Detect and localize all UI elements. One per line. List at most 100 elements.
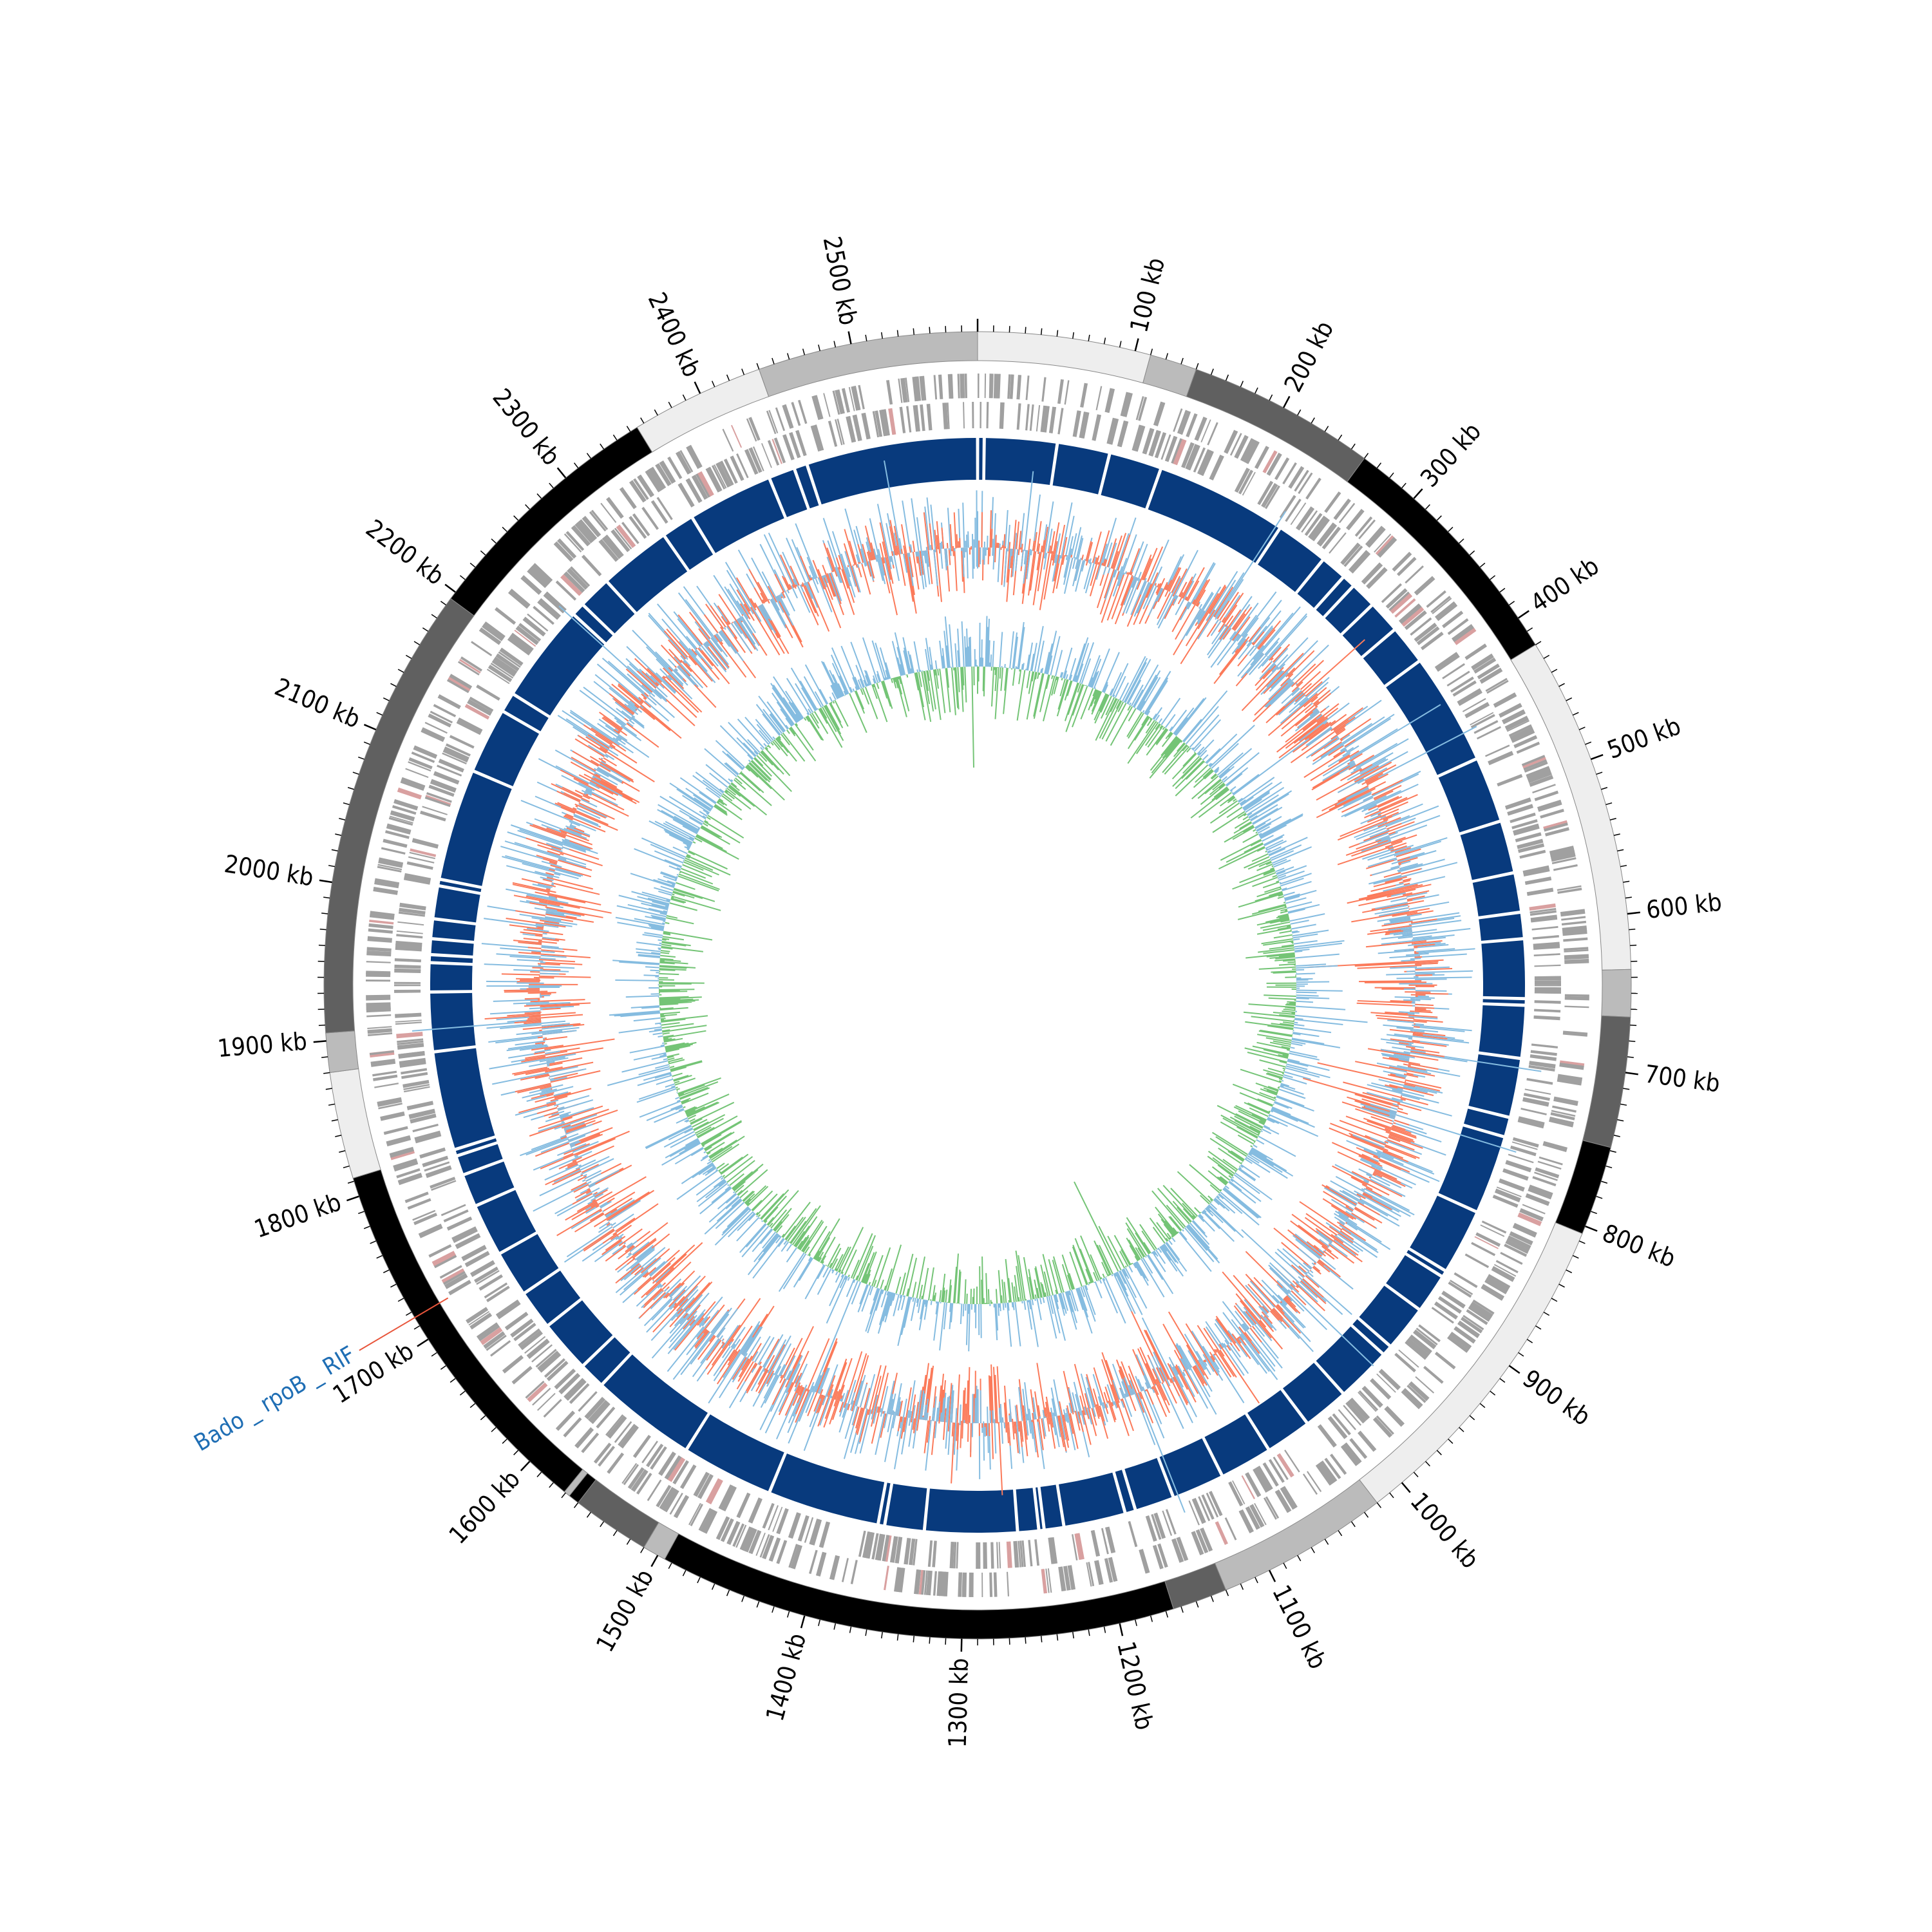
major-tick — [800, 1615, 806, 1629]
contig-block — [771, 469, 808, 517]
feature-tick — [531, 563, 553, 583]
feature-tick — [989, 1572, 993, 1597]
feature-tick — [1530, 910, 1557, 916]
feature-tick — [1488, 1274, 1511, 1289]
minor-tick — [586, 1511, 592, 1518]
feature-tick — [1263, 484, 1278, 508]
feature-tick — [1209, 454, 1224, 481]
contig-block — [477, 1189, 536, 1252]
feature-tick — [1436, 603, 1458, 621]
feature-tick — [632, 1434, 651, 1459]
contig-block — [458, 1144, 503, 1173]
feature-tick — [478, 1274, 503, 1291]
feature-tick — [574, 1427, 594, 1449]
minor-tick — [1623, 880, 1630, 883]
feature-tick — [393, 1161, 419, 1172]
contig-block — [474, 713, 540, 786]
feature-tick — [697, 471, 714, 497]
feature-tick — [370, 911, 395, 918]
contig-block — [432, 920, 476, 941]
minor-tick — [1469, 1415, 1475, 1421]
feature-tick — [431, 1251, 456, 1267]
major-tick — [1590, 753, 1604, 761]
minor-tick — [1283, 1562, 1287, 1569]
feature-tick — [425, 1165, 452, 1179]
feature-tick — [1171, 1538, 1184, 1563]
contig-block — [434, 1048, 495, 1148]
feature-tick — [605, 535, 624, 556]
feature-tick — [641, 1441, 658, 1464]
feature-tick — [898, 378, 903, 403]
contig-block — [1359, 1285, 1418, 1345]
minor-tick — [711, 1583, 715, 1590]
feature-tick — [950, 374, 953, 399]
tick-label-1200: 1200 kb — [1112, 1639, 1159, 1733]
minor-tick — [383, 1269, 390, 1274]
ideogram-band-7 — [1555, 1140, 1611, 1235]
feature-tick — [1526, 768, 1551, 780]
feature-tick — [1544, 822, 1568, 832]
minor-tick — [772, 1606, 775, 1613]
feature-tick — [565, 1379, 587, 1401]
minor-tick — [1630, 1025, 1637, 1027]
feature-tick — [1343, 1405, 1361, 1426]
feature-tick — [1244, 440, 1259, 464]
minor-tick — [756, 363, 760, 370]
feature-tick — [1529, 1061, 1556, 1069]
feature-tick — [395, 1019, 422, 1023]
minor-tick — [1448, 527, 1454, 533]
contig-block — [455, 1138, 497, 1155]
minor-tick — [1543, 654, 1550, 659]
minor-tick — [913, 1636, 915, 1643]
feature-tick — [396, 1168, 421, 1179]
feature-tick — [1036, 405, 1041, 431]
major-tick — [346, 1195, 359, 1202]
feature-tick — [366, 997, 391, 1001]
feature-tick — [525, 1380, 545, 1399]
minor-tick — [1025, 327, 1027, 334]
feature-tick — [788, 1512, 799, 1539]
feature-tick — [1534, 1171, 1558, 1181]
feature-tick — [1476, 726, 1501, 740]
minor-tick — [1040, 328, 1043, 335]
minor-tick — [1165, 353, 1169, 360]
feature-tick — [394, 969, 421, 971]
feature-tick — [574, 522, 594, 544]
feature-tick — [367, 936, 392, 943]
feature-tick — [1191, 1531, 1202, 1555]
feature-tick — [1388, 591, 1410, 611]
feature-tick — [397, 921, 424, 926]
contig-block — [1040, 1484, 1063, 1529]
feature-tick — [788, 1544, 799, 1568]
outer-signal-b-negative — [539, 547, 1416, 1424]
feature-tick — [732, 1523, 744, 1547]
ideogram-band-1 — [1142, 354, 1197, 397]
ideogram-band-22 — [758, 331, 978, 397]
feature-tick — [1416, 626, 1440, 645]
minor-tick — [741, 368, 745, 375]
feature-tick — [1338, 502, 1356, 524]
minor-tick — [397, 1298, 404, 1302]
feature-tick — [369, 1050, 394, 1056]
feature-tick — [490, 663, 514, 679]
minor-tick — [450, 1378, 456, 1383]
feature-tick — [1157, 1543, 1168, 1568]
feature-tick — [430, 1177, 456, 1189]
feature-tick — [419, 1147, 446, 1159]
feature-tick — [1551, 852, 1576, 862]
tick-label-100: 100 kb — [1124, 255, 1170, 336]
ideogram-band-17 — [329, 1068, 381, 1179]
feature-tick — [927, 1540, 933, 1567]
feature-tick — [1372, 1417, 1393, 1438]
feature-tick — [1520, 1108, 1547, 1115]
feature-tick — [386, 825, 411, 835]
feature-tick — [408, 856, 435, 864]
feature-tick — [522, 616, 546, 637]
feature-tick — [1559, 1063, 1584, 1070]
feature-tick — [1234, 435, 1249, 459]
minor-tick — [1459, 1426, 1464, 1432]
feature-tick — [1524, 761, 1548, 773]
minor-tick — [802, 348, 806, 355]
feature-tick — [596, 1406, 616, 1429]
feature-tick — [1510, 1145, 1537, 1157]
